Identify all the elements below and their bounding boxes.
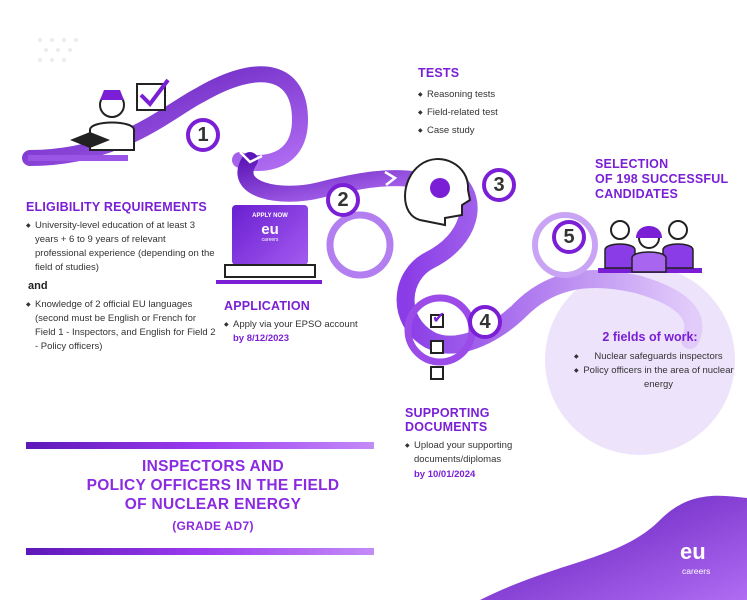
title-bar-bottom xyxy=(26,548,374,555)
laptop-keyboard xyxy=(224,264,316,278)
documents-heading-line2: DOCUMENTS xyxy=(405,420,488,434)
documents-heading-line1: SUPPORTING xyxy=(405,406,490,420)
step-1-badge: 1 xyxy=(186,118,220,152)
documents-item: Upload your supporting documents/diploma… xyxy=(405,439,545,467)
eligibility-item: University-level education of at least 3… xyxy=(26,219,216,275)
step-5-badge: 5 xyxy=(552,220,586,254)
fields-item: Policy officers in the area of nuclear e… xyxy=(574,364,734,392)
checkmark-icon: ✔ xyxy=(432,310,446,327)
laptop-apply-text: APPLY NOW xyxy=(252,213,288,219)
selection-heading-line1: SELECTION xyxy=(595,157,669,171)
road-segment-2 xyxy=(237,152,428,202)
eu-careers-logo: eu xyxy=(680,539,706,564)
tests-list: Reasoning tests Field-related test Case … xyxy=(418,86,558,140)
application-list: Apply via your EPSO account xyxy=(224,318,384,332)
candidates-icon xyxy=(598,220,702,273)
head-brain-icon xyxy=(404,158,472,227)
tests-item: Reasoning tests xyxy=(418,86,558,104)
step-3-badge: 3 xyxy=(482,168,516,202)
laptop-base xyxy=(216,280,322,284)
selection-heading: SELECTION OF 198 SUCCESSFUL CANDIDATES xyxy=(595,157,728,202)
documents-date: by 10/01/2024 xyxy=(414,469,476,480)
tests-item: Field-related test xyxy=(418,104,558,122)
eligibility-item: Knowledge of 2 official EU languages (se… xyxy=(26,298,216,354)
arrow-icon xyxy=(384,170,398,186)
checkbox-empty xyxy=(430,340,444,354)
documents-list: Upload your supporting documents/diploma… xyxy=(405,439,545,467)
checkmark-icon xyxy=(139,78,170,108)
title-line2: POLICY OFFICERS IN THE FIELD xyxy=(86,477,340,494)
tests-heading: TESTS xyxy=(418,66,460,80)
page-title: INSPECTORS AND POLICY OFFICERS IN THE FI… xyxy=(26,457,400,536)
title-line1: INSPECTORS AND xyxy=(142,458,284,475)
arrow-icon xyxy=(507,291,518,307)
selection-heading-line2: OF 198 SUCCESSFUL xyxy=(595,172,729,186)
checkbox-empty xyxy=(430,366,444,380)
step-2-badge: 2 xyxy=(326,183,360,217)
laptop-logo: eu xyxy=(261,221,279,238)
loop-5 xyxy=(532,212,598,278)
laptop-screen: APPLY NOW eu careers xyxy=(232,205,308,265)
corner-wave xyxy=(480,495,747,600)
graduate-icon xyxy=(28,78,170,161)
loop-2 xyxy=(326,211,394,279)
fields-list: Nuclear safeguards inspectors Policy off… xyxy=(574,350,734,392)
documents-heading: SUPPORTING DOCUMENTS xyxy=(405,406,490,434)
eligibility-list: University-level education of at least 3… xyxy=(26,219,216,275)
step-4-badge: 4 xyxy=(468,305,502,339)
selection-heading-line3: CANDIDATES xyxy=(595,187,679,201)
fields-item: Nuclear safeguards inspectors xyxy=(574,350,734,364)
arrow-icon xyxy=(239,151,263,164)
title-grade: (GRADE AD7) xyxy=(172,519,254,533)
eligibility-list-2: Knowledge of 2 official EU languages (se… xyxy=(26,298,216,354)
eu-careers-logo-sub: careers xyxy=(682,566,711,576)
and-label: and xyxy=(28,280,48,292)
tests-item: Case study xyxy=(418,122,558,140)
laptop-logo-sub: careers xyxy=(261,237,279,243)
title-bar-top xyxy=(26,442,374,449)
application-date: by 8/12/2023 xyxy=(233,333,289,344)
application-heading: APPLICATION xyxy=(224,299,310,313)
eligibility-heading: ELIGIBILITY REQUIREMENTS xyxy=(26,200,207,214)
fields-title: 2 fields of work: xyxy=(602,330,698,344)
title-line3: OF NUCLEAR ENERGY xyxy=(124,496,302,513)
application-item: Apply via your EPSO account xyxy=(224,318,384,332)
halftone-decoration xyxy=(38,38,78,62)
checkbox-checked xyxy=(430,314,444,328)
